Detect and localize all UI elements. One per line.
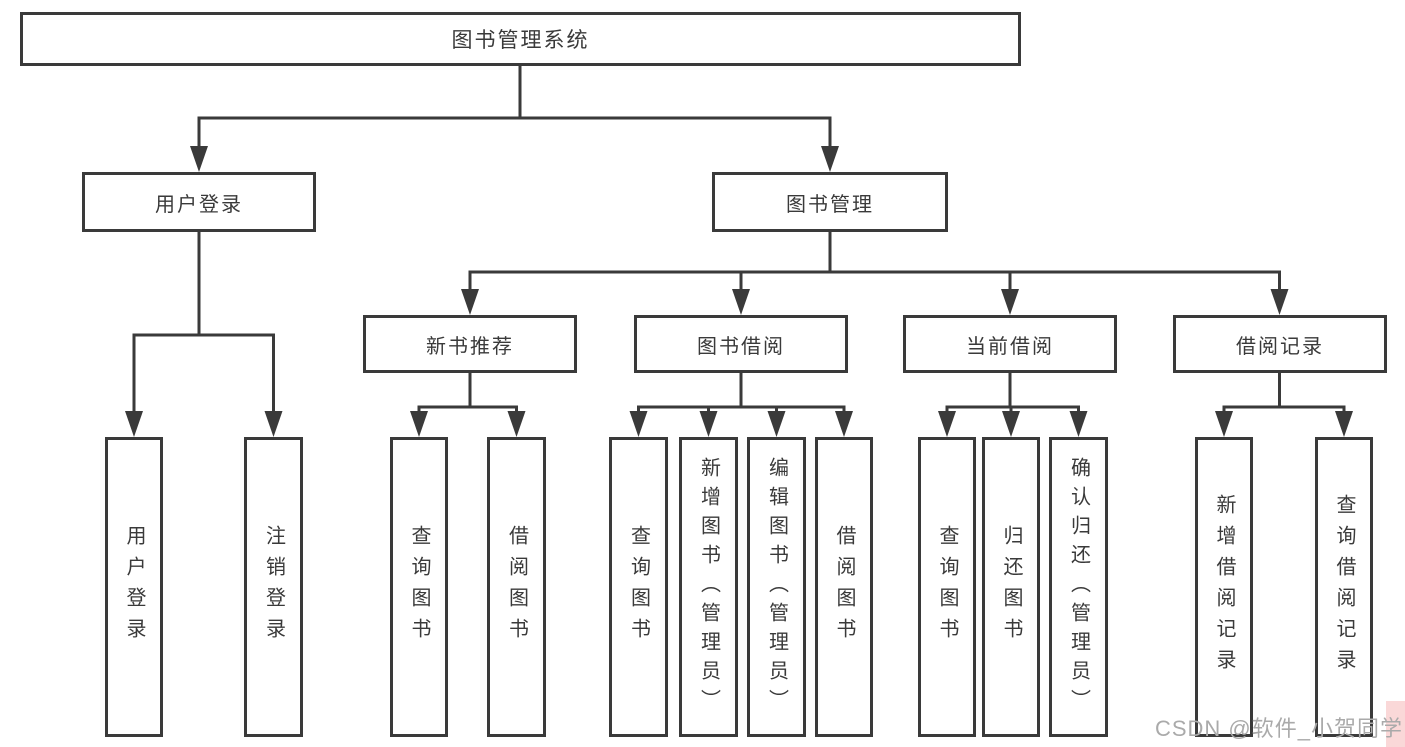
leaf-query-borrow-record: 查询借阅记录 bbox=[1315, 437, 1373, 737]
leaf-edit-book-admin: 编辑图书（管理员） bbox=[747, 437, 806, 737]
leaf-return-books-label: 归还图书 bbox=[1000, 525, 1022, 649]
leaf-query-books-2-label: 查询图书 bbox=[627, 525, 650, 649]
leaf-query-books-2: 查询图书 bbox=[609, 437, 668, 737]
node-book-management-label: 图书管理 bbox=[786, 193, 874, 216]
arrowheads bbox=[125, 146, 1353, 437]
node-new-book-recommend-label: 新书推荐 bbox=[426, 335, 514, 358]
leaf-user-login-label: 用户登录 bbox=[123, 525, 145, 649]
node-book-borrow-label: 图书借阅 bbox=[697, 335, 785, 358]
leaf-add-borrow-record: 新增借阅记录 bbox=[1195, 437, 1253, 737]
node-book-management: 图书管理 bbox=[712, 172, 948, 232]
leaf-query-books-1-label: 查询图书 bbox=[408, 525, 430, 649]
leaf-query-borrow-record-label: 查询借阅记录 bbox=[1333, 494, 1355, 680]
leaf-query-books-1: 查询图书 bbox=[390, 437, 448, 737]
node-current-borrow: 当前借阅 bbox=[903, 315, 1117, 373]
leaf-query-books-3: 查询图书 bbox=[918, 437, 976, 737]
csdn-watermark-text: CSDN @软件_小贺同学 bbox=[1154, 716, 1403, 741]
node-current-borrow-label: 当前借阅 bbox=[966, 335, 1054, 358]
node-user-login-label: 用户登录 bbox=[155, 193, 243, 216]
watermark-highlight bbox=[1386, 701, 1405, 747]
node-root-label: 图书管理系统 bbox=[451, 29, 590, 52]
node-book-borrow: 图书借阅 bbox=[634, 315, 848, 373]
leaf-add-borrow-record-label: 新增借阅记录 bbox=[1213, 494, 1235, 680]
leaf-query-books-3-label: 查询图书 bbox=[936, 525, 958, 649]
node-new-book-recommend: 新书推荐 bbox=[363, 315, 577, 373]
leaf-add-book-admin-label: 新增图书（管理员） bbox=[697, 456, 720, 718]
node-user-login: 用户登录 bbox=[82, 172, 316, 232]
node-borrow-records-label: 借阅记录 bbox=[1236, 335, 1324, 358]
leaf-add-book-admin: 新增图书（管理员） bbox=[679, 437, 738, 737]
leaf-borrow-books-1: 借阅图书 bbox=[487, 437, 546, 737]
leaf-edit-book-admin-label: 编辑图书（管理员） bbox=[765, 456, 788, 718]
leaf-logout-label: 注销登录 bbox=[262, 525, 285, 649]
leaf-return-books: 归还图书 bbox=[982, 437, 1040, 737]
leaf-borrow-books-2: 借阅图书 bbox=[815, 437, 873, 737]
leaf-borrow-books-1-label: 借阅图书 bbox=[505, 525, 528, 649]
node-root-system: 图书管理系统 bbox=[20, 12, 1021, 66]
node-borrow-records: 借阅记录 bbox=[1173, 315, 1387, 373]
leaf-logout: 注销登录 bbox=[244, 437, 303, 737]
leaf-confirm-return-admin: 确认归还（管理员） bbox=[1049, 437, 1108, 737]
csdn-watermark: CSDN @软件_小贺同学 bbox=[1155, 711, 1403, 743]
leaf-confirm-return-admin-label: 确认归还（管理员） bbox=[1067, 456, 1090, 718]
leaf-user-login: 用户登录 bbox=[105, 437, 163, 737]
leaf-borrow-books-2-label: 借阅图书 bbox=[833, 525, 855, 649]
